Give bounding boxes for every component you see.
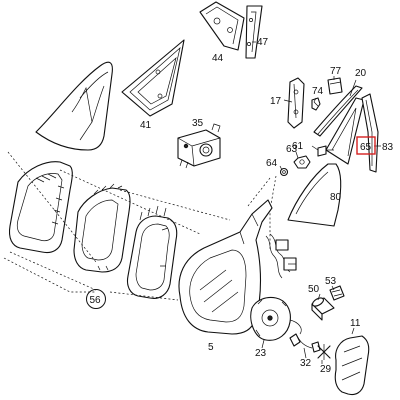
part-11-mirror-glass — [334, 335, 370, 396]
part-41-triangle-cover — [121, 39, 185, 117]
part-44-corner-piece — [199, 1, 245, 51]
label-74: 74 — [312, 86, 324, 97]
label-56-callout: 56 — [86, 289, 106, 309]
label-65: 65 — [360, 142, 372, 153]
label-80: 80 — [330, 192, 342, 203]
label-56: 56 — [90, 295, 102, 306]
part-inner-frame — [126, 205, 178, 299]
label-20: 20 — [355, 68, 367, 79]
part-housing-frame — [8, 161, 73, 254]
part-17-bracket — [287, 77, 305, 129]
part-74-clip — [311, 97, 321, 111]
part-29-clip — [317, 344, 331, 360]
label-53: 53 — [325, 276, 337, 287]
part-80-glass-panel — [287, 163, 342, 227]
label-47: 47 — [257, 37, 269, 48]
label-50: 50 — [308, 284, 320, 295]
label-77: 77 — [330, 66, 342, 77]
label-44: 44 — [212, 53, 224, 64]
label-35: 35 — [192, 118, 204, 129]
part-47-bracket — [245, 5, 263, 59]
part-83-strip — [361, 93, 379, 173]
label-5: 5 — [208, 342, 214, 353]
part-23-base-plate — [250, 296, 302, 341]
label-29: 29 — [320, 364, 332, 375]
label-61: 61 — [292, 141, 304, 152]
label-83: 83 — [382, 142, 394, 153]
label-11: 11 — [350, 318, 361, 329]
part-53-gear — [329, 285, 345, 301]
part-77-cap — [327, 77, 343, 95]
part-middle-frame — [73, 183, 131, 273]
label-32: 32 — [300, 358, 312, 369]
label-63: 63 — [286, 144, 298, 155]
part-32-connector — [289, 333, 321, 353]
part-5-mirror-assembly — [178, 199, 273, 335]
part-63-nut — [293, 155, 311, 169]
part-mirror-housing — [35, 61, 113, 151]
highlight-box-65 — [356, 136, 376, 155]
part-35-motor — [177, 123, 221, 169]
part-64-washer — [279, 167, 289, 177]
part-61-screw — [317, 145, 334, 157]
label-23: 23 — [255, 348, 267, 359]
label-17: 17 — [270, 96, 282, 107]
label-41: 41 — [140, 120, 152, 131]
part-20-seal-strip — [313, 85, 363, 137]
part-wiring-harness — [265, 233, 297, 279]
part-50-motor — [311, 297, 335, 321]
label-64: 64 — [266, 158, 278, 169]
